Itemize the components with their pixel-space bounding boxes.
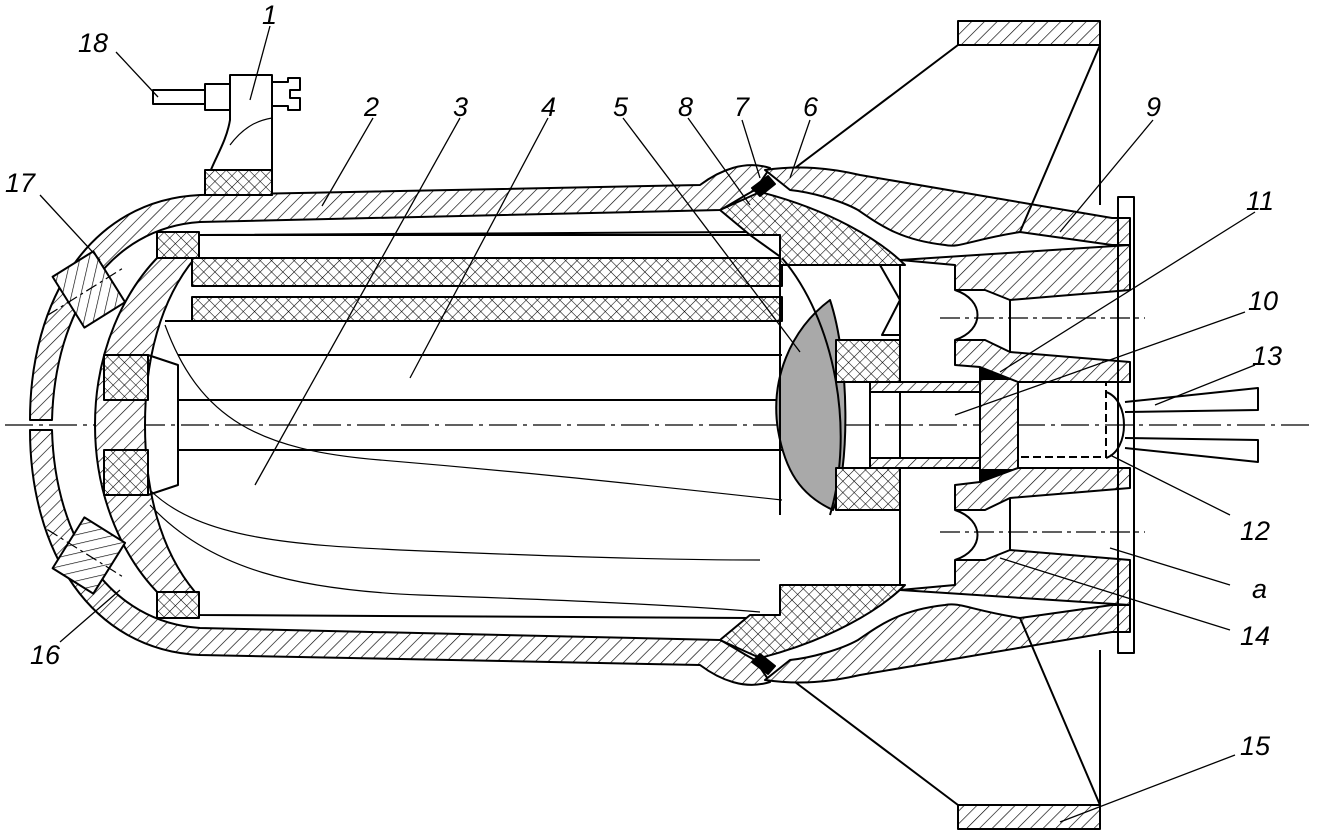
aft-notch: [879, 264, 901, 336]
central-pipe-bot: [869, 457, 981, 469]
throat-lower-2: [954, 467, 1131, 511]
central-pipe-top: [869, 381, 981, 393]
label-6: 6: [803, 92, 819, 122]
seal-7-lo: [751, 653, 776, 675]
label-11: 11: [1246, 186, 1274, 216]
label-8: 8: [678, 92, 693, 122]
fin-upper-cap: [957, 20, 1101, 46]
inner-liner-lower: [99, 424, 751, 619]
throat-upper: [899, 244, 1131, 301]
front-block-top: [156, 231, 200, 259]
front-dome: [94, 254, 196, 596]
burn-surface-1: [164, 324, 783, 501]
front-hub-cone: [147, 354, 179, 496]
fin-lower-cap: [957, 804, 1101, 830]
label-4: 4: [541, 92, 556, 122]
front-hub-bot: [103, 449, 149, 496]
label-16: 16: [30, 640, 61, 670]
igniter-shaded: [775, 299, 847, 511]
exit-flange: [1117, 196, 1135, 654]
fitting-base: [204, 169, 273, 196]
throat-lower: [899, 549, 1131, 606]
seal-7-up: [751, 175, 776, 197]
label-7: 7: [734, 92, 750, 122]
burn-surface-3: [149, 504, 761, 613]
charge-band-2: [191, 296, 783, 322]
fitting-curve: [229, 117, 273, 146]
pipe-extension: [1017, 381, 1107, 458]
bolt-lower: [46, 516, 127, 595]
seal-ring: [979, 366, 1019, 483]
label-13: 13: [1252, 341, 1282, 371]
label-1: 1: [262, 0, 277, 30]
plug-screw: [272, 77, 301, 111]
label-9: 9: [1146, 92, 1161, 122]
nozzle-upper: [764, 166, 1131, 247]
throat-cone-lo: [954, 509, 979, 561]
leader-lines: [39, 25, 1256, 823]
label-14: 14: [1240, 621, 1270, 651]
lead-upper: [1124, 387, 1259, 413]
burn-surface-2: [149, 489, 761, 561]
label-10: 10: [1248, 286, 1278, 316]
tube-18: [152, 89, 206, 105]
label-a: a: [1252, 574, 1267, 604]
bolt-upper: [46, 250, 127, 329]
label-3: 3: [453, 92, 468, 122]
label-5: 5: [613, 92, 629, 122]
label-18: 18: [78, 28, 108, 58]
label-15: 15: [1240, 731, 1271, 761]
liner-step: [749, 234, 783, 259]
charge-band-1: [191, 257, 783, 287]
front-block-bot: [156, 591, 200, 619]
label-12: 12: [1240, 516, 1270, 546]
front-hub-top: [103, 354, 149, 401]
pipe-cap: [1105, 391, 1125, 459]
aft-block-bot: [835, 467, 901, 511]
throat-cone-up: [954, 289, 979, 341]
aft-dome-cap-low: [719, 584, 906, 659]
aft-dome-cap: [719, 191, 906, 266]
aft-block-top: [835, 339, 901, 383]
nozzle-lower: [764, 603, 1131, 684]
lead-lower: [1124, 437, 1259, 463]
label-2: 2: [363, 92, 379, 122]
tube-nut: [204, 83, 231, 111]
throat-upper-2: [954, 339, 1131, 383]
label-17: 17: [5, 168, 36, 198]
